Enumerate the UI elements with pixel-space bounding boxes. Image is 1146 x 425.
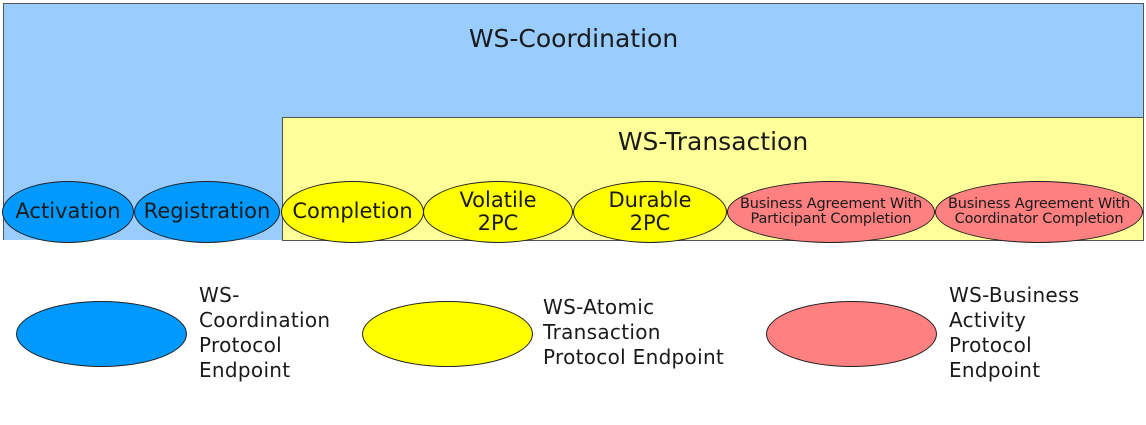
legend-coordination-text: WS- Coordination Protocol Endpoint	[199, 283, 331, 382]
protocol-ba-coordinator-completion: Business Agreement With Coordinator Comp…	[935, 181, 1143, 243]
legend-red-swatch	[766, 301, 937, 367]
protocol-ba-participant-completion: Business Agreement With Participant Comp…	[727, 181, 935, 243]
protocol-label: Business Agreement With Participant Comp…	[739, 195, 922, 227]
ws-transaction-title: WS-Transaction	[617, 127, 809, 156]
legend-atomic-text: WS-Atomic Transaction Protocol Endpoint	[543, 295, 725, 369]
protocol-completion: Completion	[281, 181, 424, 243]
legend-blue-swatch	[16, 301, 187, 367]
protocol-volatile-2pc: Volatile 2PC	[423, 181, 573, 243]
legend-yellow-swatch	[362, 301, 533, 367]
protocol-label: Business Agreement With Coordinator Comp…	[947, 195, 1130, 227]
protocol-activation: Activation	[2, 181, 134, 243]
protocol-label: Volatile 2PC	[459, 187, 537, 235]
protocol-label: Registration	[143, 199, 271, 224]
protocol-label: Activation	[15, 199, 121, 224]
protocol-registration: Registration	[134, 181, 280, 243]
protocol-label: Durable 2PC	[608, 187, 692, 235]
ws-coordination-title: WS-Coordination	[468, 24, 679, 53]
protocol-label: Completion	[292, 199, 413, 224]
legend-business-text: WS-Business Activity Protocol Endpoint	[949, 283, 1080, 382]
protocol-durable-2pc: Durable 2PC	[573, 181, 727, 243]
